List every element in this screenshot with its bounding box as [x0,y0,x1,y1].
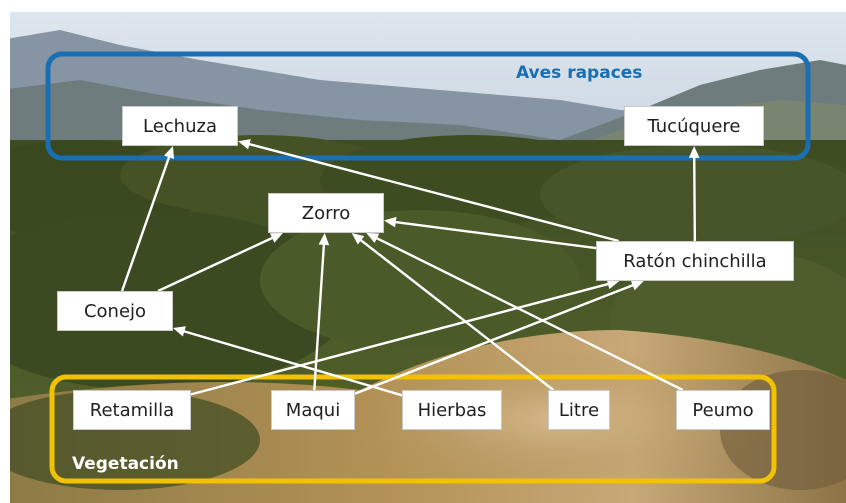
arrow-maqui-to-raton [354,283,635,395]
node-conejo: Conejo [57,291,173,331]
node-lechuza: Lechuza [122,106,238,146]
arrow-retamilla-to-raton [190,282,610,396]
arrow-conejo-to-zorro [157,236,275,293]
arrowhead-hierbas-to-conejo [173,326,186,337]
arrowhead-litre-to-zorro [351,233,365,245]
arrow-litre-to-zorro [359,238,555,391]
arrow-conejo-to-lechuza [120,155,171,292]
arrowhead-retamilla-to-raton [606,278,620,290]
node-raton: Ratón chinchilla [596,241,794,281]
arrowhead-raton-to-tucuquere [688,146,700,158]
vegetation-group-frame [49,374,777,484]
arrowhead-conejo-to-zorro [269,233,283,243]
arrow-raton-to-tucuquere [693,156,697,242]
node-hierbas: Hierbas [402,390,502,430]
vegetation-group-label: Vegetación [72,454,179,474]
arrowhead-raton-to-zorro [384,216,397,228]
node-zorro: Zorro [268,193,384,233]
arrowhead-conejo-to-lechuza [164,146,175,159]
raptors-group-label: Aves rapaces [516,63,643,83]
arrowhead-maqui-to-raton [630,280,644,291]
node-litre: Litre [548,390,610,430]
raptors-group-frame [45,51,811,161]
node-retamilla: Retamilla [73,390,191,430]
arrow-hierbas-to-conejo [182,329,403,397]
node-tucuquere: Tucúquere [624,106,764,146]
node-peumo: Peumo [676,390,770,430]
arrow-peumo-to-zorro [375,236,684,392]
arrow-raton-to-zorro [394,220,597,250]
node-maqui: Maqui [271,390,355,430]
arrowhead-raton-to-lechuza [238,139,251,150]
arrowhead-maqui-to-zorro [318,233,330,246]
arrow-raton-to-lechuza [247,142,620,243]
arrowhead-peumo-to-zorro [366,233,380,244]
arrow-maqui-to-zorro [313,243,326,391]
